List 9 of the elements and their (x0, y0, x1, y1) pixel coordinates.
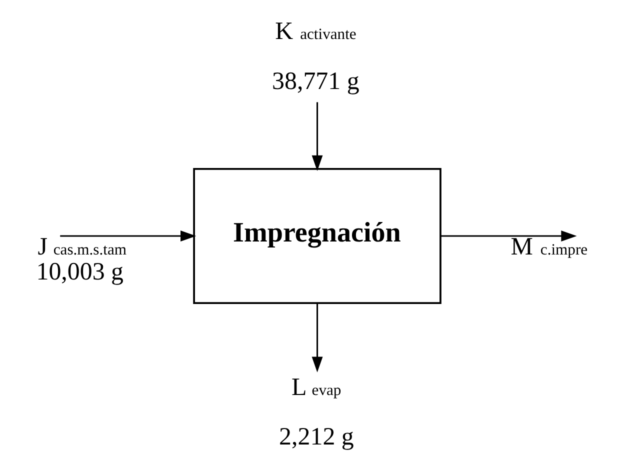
arrow (60, 230, 196, 242)
arrow (440, 230, 577, 242)
edge-label: J cas.m.s.tam 10,003 g (36, 233, 127, 286)
node-text: L evap 2,212 g (279, 374, 354, 451)
node-text: K activante 38,771 g (272, 18, 360, 96)
arrow (312, 102, 323, 171)
arrow (312, 304, 323, 372)
node-box: Impregnación (193, 168, 442, 304)
edge-label: M c.impre (510, 233, 588, 260)
